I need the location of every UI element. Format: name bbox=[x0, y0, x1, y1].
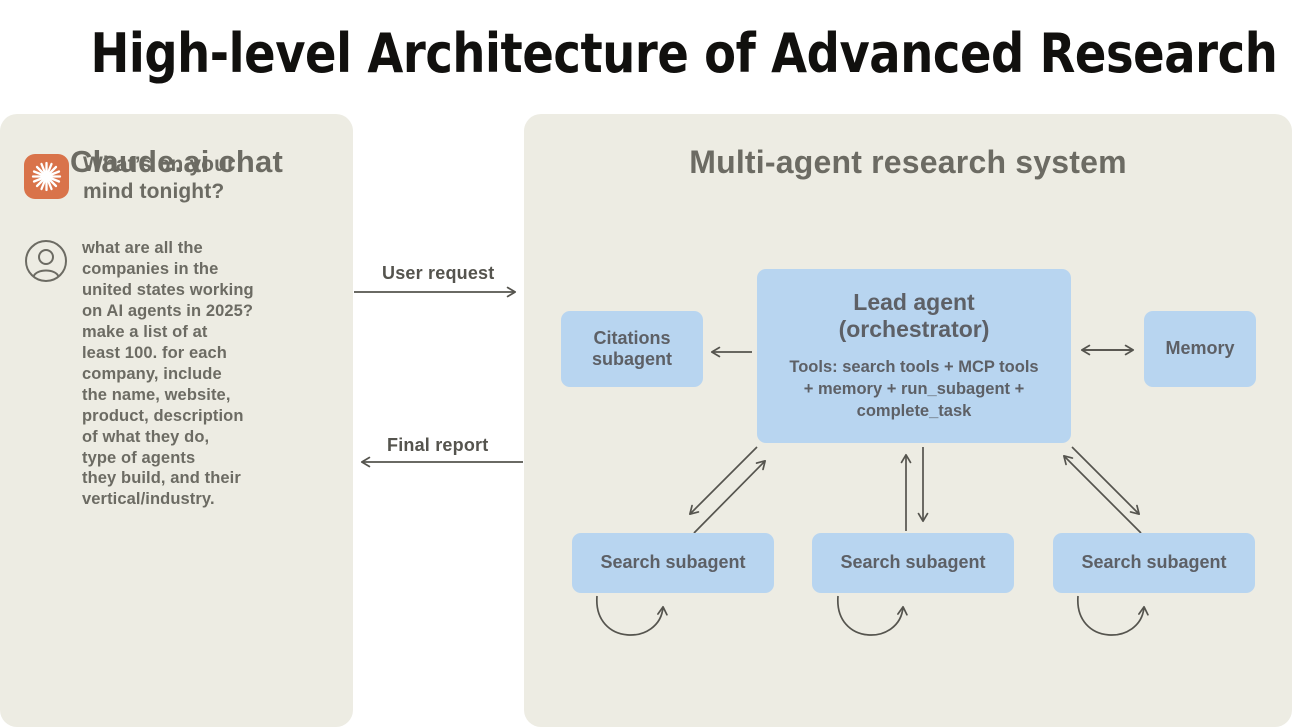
node-lead-agent-title: Lead agent (orchestrator) bbox=[838, 289, 990, 343]
node-search-subagent-1[interactable]: Search subagent bbox=[572, 533, 774, 593]
user-avatar-icon bbox=[24, 239, 68, 283]
node-search-subagent-3-title: Search subagent bbox=[1081, 552, 1227, 573]
claude-starburst-icon bbox=[24, 154, 69, 199]
node-memory[interactable]: Memory bbox=[1144, 311, 1256, 387]
node-lead-agent-tools: Tools: search tools + MCP tools + memory… bbox=[789, 358, 1039, 420]
node-search-subagent-2[interactable]: Search subagent bbox=[812, 533, 1014, 593]
node-memory-title: Memory bbox=[1165, 338, 1235, 359]
claude-greeting-text: What’s on your mind tonight? bbox=[83, 153, 236, 203]
claude-chat-panel: Claude.ai chat bbox=[0, 114, 353, 727]
user-message-text: what are all the companies in the united… bbox=[82, 239, 254, 509]
node-citations-subagent[interactable]: Citations subagent bbox=[561, 311, 703, 387]
node-search-subagent-1-title: Search subagent bbox=[600, 552, 746, 573]
page-title: High-level Architecture of Advanced Rese… bbox=[90, 22, 1278, 85]
user-message-row: what are all the companies in the united… bbox=[24, 238, 334, 510]
node-search-subagent-2-title: Search subagent bbox=[840, 552, 986, 573]
claude-chat-panel-heading: Claude.ai chat bbox=[70, 144, 283, 179]
node-lead-agent[interactable]: Lead agent (orchestrator) Tools: search … bbox=[757, 269, 1071, 443]
multi-agent-system-panel-heading: Multi-agent research system bbox=[689, 144, 1127, 180]
connector-label-user-request: User request bbox=[382, 263, 495, 283]
node-citations-subagent-title: Citations subagent bbox=[591, 327, 672, 369]
connector-label-final-report: Final report bbox=[387, 435, 489, 455]
node-search-subagent-3[interactable]: Search subagent bbox=[1053, 533, 1255, 593]
claude-greeting-row: What’s on your mind tonight? bbox=[24, 152, 329, 205]
